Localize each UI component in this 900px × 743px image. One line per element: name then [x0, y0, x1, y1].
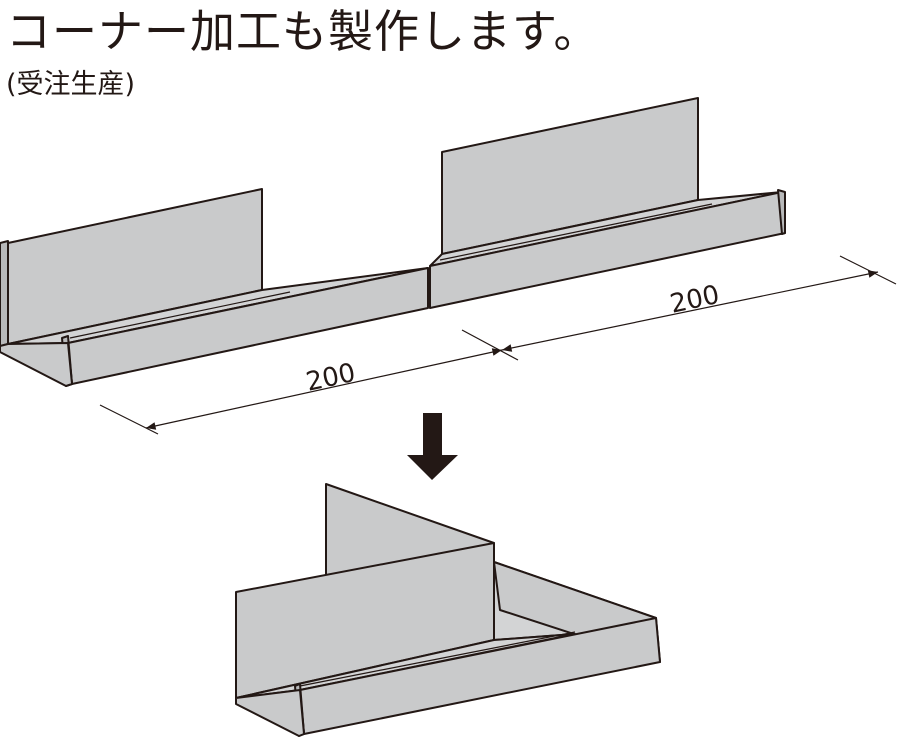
ext-line-left [99, 404, 159, 435]
dim-arrow-right [501, 270, 879, 352]
left-piece-bottom [0, 342, 73, 387]
right-piece-front-lip-edge [777, 189, 786, 235]
corner-channel [235, 483, 661, 737]
ext-line-middle [461, 329, 519, 361]
right-inner-line [439, 203, 713, 261]
dim-arrow-left [145, 348, 503, 430]
dim-label-right: 200 [667, 280, 722, 320]
corner-inner-line [299, 631, 576, 687]
arrow-down-icon [407, 413, 458, 480]
straight-channels [0, 97, 786, 387]
ext-line-right [839, 255, 897, 285]
page-title: コーナー加工も製作します。 [6, 5, 600, 58]
dim-label-left: 200 [303, 358, 358, 398]
corner-bottom [235, 689, 305, 737]
left-piece-back-wall-edge [0, 240, 9, 347]
page-subtitle: (受注生産) [6, 69, 136, 100]
left-inner-line [69, 291, 291, 339]
